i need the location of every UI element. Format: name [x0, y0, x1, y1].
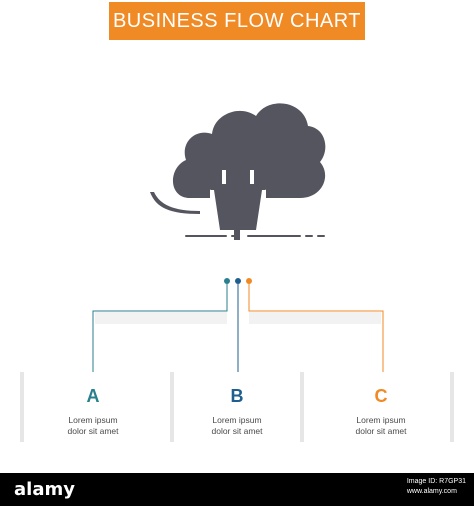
step-text-a-line1: Lorem ipsum [68, 415, 118, 425]
step-card-b: B Lorem ipsum dolor sit amet [167, 372, 307, 442]
connector-dot-a [224, 278, 230, 284]
step-text-a: Lorem ipsum dolor sit amet [38, 415, 148, 437]
step-letter-b: B [230, 386, 244, 406]
cloud-plug-icon [150, 103, 326, 240]
step-text-c: Lorem ipsum dolor sit amet [326, 415, 436, 437]
step-letter-c: C [374, 386, 388, 406]
chart-title: BUSINESS FLOW CHART [112, 9, 362, 32]
step-card-c: C Lorem ipsum dolor sit amet [311, 372, 451, 442]
step-text-a-line2: dolor sit amet [67, 426, 119, 436]
connector-shadow-right [249, 312, 381, 324]
connector-dot-b [235, 278, 241, 284]
connector-line-c [248, 284, 384, 372]
step-card-a: A Lorem ipsum dolor sit amet [23, 372, 163, 442]
connector-line-a [92, 284, 228, 372]
image-meta: Image ID: R7GP31 www.alamy.com [407, 477, 466, 497]
step-text-b-line1: Lorem ipsum [212, 415, 262, 425]
alamy-logo: alamy [14, 479, 75, 500]
step-text-c-line1: Lorem ipsum [356, 415, 406, 425]
step-letter-a: A [86, 386, 100, 406]
chart-title-banner: BUSINESS FLOW CHART [109, 2, 365, 40]
step-text-c-line2: dolor sit amet [355, 426, 407, 436]
connector-dot-c [246, 278, 252, 284]
step-text-b-line2: dolor sit amet [211, 426, 263, 436]
site-url: www.alamy.com [406, 488, 457, 495]
image-id: Image ID: R7GP31 [406, 478, 466, 485]
connector-shadow-left [95, 312, 227, 324]
step-text-b: Lorem ipsum dolor sit amet [182, 415, 292, 437]
svg-text:alamy: alamy [14, 479, 75, 500]
stock-watermark-bar: alamy Image ID: R7GP31 www.alamy.com [0, 473, 474, 506]
